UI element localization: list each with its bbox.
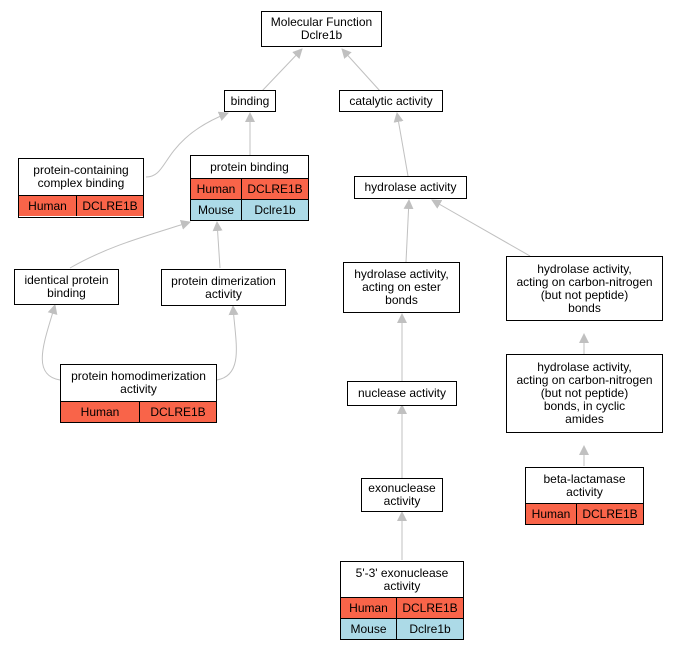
gene-cell: DCLRE1B [76, 196, 143, 216]
node-label: protein homodimerization activity [71, 369, 206, 396]
node-catalytic-activity[interactable]: catalytic activity [339, 90, 443, 112]
node-protein-binding[interactable]: protein binding Human DCLRE1B Mouse Dclr… [190, 155, 309, 221]
edge-catalytic-to-mf [341, 48, 381, 92]
node-label: catalytic activity [349, 93, 433, 108]
node-protein-dimerization-activity[interactable]: protein dimerization activity [161, 269, 286, 306]
gene-cell: DCLRE1B [139, 402, 216, 422]
node-label: identical protein binding [24, 273, 109, 300]
node-exonuclease-activity[interactable]: exonuclease activity [361, 478, 443, 512]
species-cell: Human [341, 598, 396, 618]
node-hydrolase-activity[interactable]: hydrolase activity [354, 176, 467, 199]
annotation-row-mouse: Mouse Dclre1b [341, 618, 463, 639]
node-label: exonuclease activity [368, 481, 436, 508]
gene-cell: DCLRE1B [396, 598, 463, 618]
annotation-row-human: Human DCLRE1B [61, 401, 216, 422]
annotation-row-human: Human DCLRE1B [526, 503, 643, 524]
node-label: hydrolase activity, acting on carbon-nit… [516, 261, 653, 315]
node-molecular-function[interactable]: Molecular Function Dclre1b [261, 11, 382, 47]
node-label: hydrolase activity [364, 180, 457, 194]
node-label: protein-containing complex binding [33, 163, 129, 190]
node-protein-homodimerization-activity[interactable]: protein homodimerization activity Human … [60, 364, 217, 423]
node-label: nuclease activity [357, 386, 447, 400]
node-label: Molecular Function Dclre1b [270, 15, 373, 42]
species-cell: Human [19, 196, 76, 216]
annotation-row-mouse: Mouse Dclre1b [191, 199, 308, 220]
node-label: protein binding [210, 159, 289, 174]
node-label: hydrolase activity, acting on carbon-nit… [516, 360, 653, 426]
edge-pccb-to-binding [145, 111, 229, 178]
species-cell: Human [191, 179, 241, 199]
node-binding[interactable]: binding [224, 90, 276, 112]
node-label: beta-lactamase activity [543, 471, 626, 499]
node-protein-containing-complex-binding[interactable]: protein-containing complex binding Human… [18, 158, 144, 218]
node-identical-protein-binding[interactable]: identical protein binding [14, 269, 119, 305]
edge-pha-to-ipb [41, 304, 61, 381]
species-cell: Mouse [341, 619, 396, 639]
node-label: protein dimerization activity [171, 273, 276, 301]
species-cell: Mouse [191, 200, 241, 220]
gene-cell: DCLRE1B [241, 179, 308, 199]
node-hydrolase-acting-on-carbon-nitrogen[interactable]: hydrolase activity, acting on carbon-nit… [506, 256, 663, 321]
node-label: binding [230, 93, 270, 108]
edge-binding-to-mf [261, 48, 303, 92]
node-5-3-exonuclease-activity[interactable]: 5'-3' exonuclease activity Human DCLRE1B… [340, 561, 464, 640]
edge-pda-to-pb [212, 221, 223, 269]
edge-pha-to-pda [216, 305, 239, 381]
node-nuclease-activity[interactable]: nuclease activity [347, 381, 457, 406]
annotation-row-human: Human DCLRE1B [191, 178, 308, 199]
node-label: hydrolase activity, acting on ester bond… [354, 267, 449, 307]
node-beta-lactamase-activity[interactable]: beta-lactamase activity Human DCLRE1B [525, 467, 644, 525]
node-hydrolase-acting-on-ester-bonds[interactable]: hydrolase activity, acting on ester bond… [343, 262, 460, 313]
species-cell: Human [526, 504, 576, 524]
edge-hae-to-hydrolase [403, 199, 414, 263]
annotation-row-human: Human DCLRE1B [341, 597, 463, 618]
gene-cell: Dclre1b [396, 619, 463, 639]
edge-hacn-to-hydrolase [431, 199, 531, 257]
edge-hydrolase-to-catalytic [393, 112, 409, 177]
annotation-row-human: Human DCLRE1B [19, 195, 143, 216]
edge-ipb-to-pb [69, 220, 191, 269]
node-hydrolase-carbon-nitrogen-cyclic-amides[interactable]: hydrolase activity, acting on carbon-nit… [506, 354, 663, 433]
gene-cell: DCLRE1B [576, 504, 643, 524]
gene-cell: Dclre1b [241, 200, 308, 220]
node-label: 5'-3' exonuclease activity [355, 565, 449, 593]
species-cell: Human [61, 402, 139, 422]
